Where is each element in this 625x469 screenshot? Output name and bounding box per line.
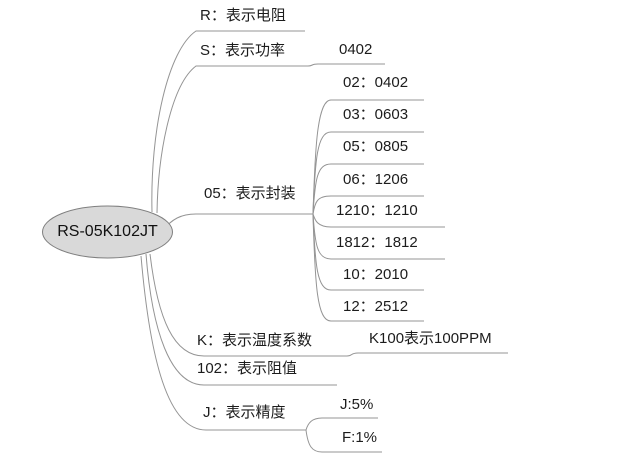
- connector-child-f1: [305, 429, 382, 453]
- node-f1-label: F:1%: [342, 429, 378, 446]
- pkg-06-label: 06：1206: [343, 171, 409, 188]
- node-j5-label: J:5%: [340, 396, 374, 413]
- pkg-1210-label: 1210：1210: [336, 202, 418, 219]
- connector-child-0402: [307, 63, 385, 67]
- connector-branch-k: [149, 253, 347, 357]
- node-0402-label: 0402: [339, 41, 373, 58]
- connector-branch-r: [151, 30, 305, 213]
- root-ellipse: [42, 205, 173, 259]
- connector-branch-102: [145, 253, 337, 386]
- connector-pkg-1210: [312, 213, 445, 228]
- pkg-12-label: 12：2512: [343, 298, 409, 315]
- branch-k-label: K：表示温度系数: [197, 332, 313, 349]
- root-node: RS-05K102JT: [57, 222, 158, 240]
- branch-package-label: 05：表示封装: [204, 185, 296, 202]
- connector-pkg-05: [312, 163, 424, 215]
- connector-child-j5: [305, 417, 378, 431]
- pkg-10-label: 10：2010: [343, 266, 409, 283]
- pkg-03-label: 03：0603: [343, 106, 409, 123]
- pkg-05-label: 05：0805: [343, 138, 409, 155]
- connector-branch-j: [140, 255, 306, 431]
- connector-pkg-12: [312, 213, 424, 322]
- branch-r-label: R：表示电阻: [200, 7, 286, 24]
- node-k100-label: K100表示100PPM: [369, 330, 492, 347]
- connector-child-k100: [346, 352, 508, 357]
- pkg-02-label: 02：0402: [343, 74, 409, 91]
- branch-102-label: 102：表示阻值: [197, 360, 298, 377]
- connector-pkg-06: [312, 195, 424, 215]
- connector-pkg-03: [312, 131, 424, 215]
- branch-j-label: J：表示精度: [203, 404, 286, 421]
- branch-s-label: S：表示功率: [200, 42, 286, 59]
- connector-branch-s: [156, 65, 308, 214]
- pkg-1812-label: 1812：1812: [336, 234, 418, 251]
- connector-branch-package: [161, 213, 313, 232]
